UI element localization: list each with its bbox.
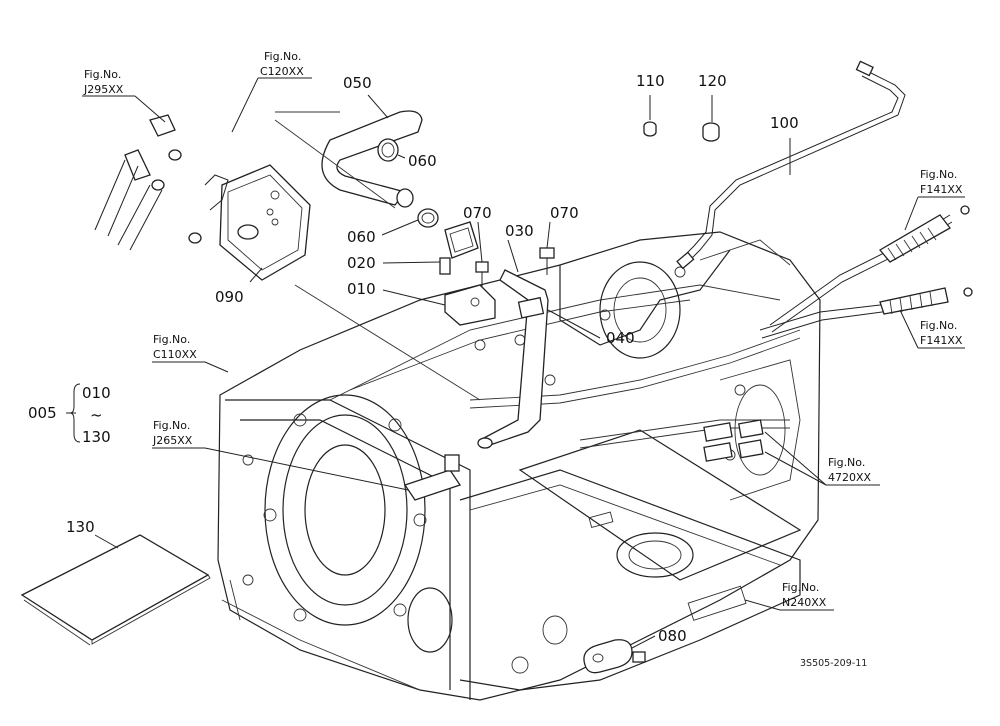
callout-070-right: 070 [550, 204, 579, 222]
part-060-clamp-left [417, 208, 439, 228]
control-cables [759, 205, 973, 339]
callout-070-left: 070 [463, 204, 492, 222]
callout-130-range: 130 [82, 428, 111, 446]
part-020-bracket [439, 221, 479, 275]
callout-010-range: 010 [82, 384, 111, 402]
fig-label-c120: Fig.No. [264, 50, 301, 63]
fig-label-f141-bottom: Fig.No. [920, 319, 957, 332]
callout-100: 100 [770, 114, 799, 132]
fig-label-n240: Fig.No. [782, 581, 819, 594]
fig-ref-j295: J295XX [83, 83, 124, 96]
part-110-plug [643, 121, 657, 137]
fig-ref-f141-top: F141XX [920, 183, 963, 196]
fig-label-c110: Fig.No. [153, 333, 190, 346]
fig-ref-c120: C120XX [260, 65, 304, 78]
callout-tilde: ~ [90, 406, 103, 424]
connector-bundle [703, 419, 764, 462]
callout-060-top: 060 [408, 152, 437, 170]
callout-080: 080 [658, 627, 687, 645]
drawing-code: 3S505-209-11 [800, 658, 867, 669]
part-100-pipe [676, 60, 906, 270]
part-090-cover [204, 164, 311, 281]
fig-label-j265: Fig.No. [153, 419, 190, 432]
callout-labels: 050 060 060 070 070 030 020 010 040 090 … [28, 72, 799, 645]
fig-ref-4720: 4720XX [828, 471, 872, 484]
j265-fitting [403, 454, 462, 501]
part-080-plate [583, 639, 646, 674]
callout-020: 020 [347, 254, 376, 272]
fig-label-f141-top: Fig.No. [920, 168, 957, 181]
part-130-manual [20, 534, 211, 646]
figure-references: Fig.No. J295XX Fig.No. C120XX Fig.No. F1… [83, 50, 963, 609]
callout-005: 005 [28, 404, 57, 422]
part-030-pipe [477, 269, 549, 449]
fig-label-j295: Fig.No. [84, 68, 121, 81]
leader-lines [66, 77, 965, 649]
callout-120: 120 [698, 72, 727, 90]
callout-050: 050 [343, 74, 372, 92]
fig-ref-c110: C110XX [153, 348, 197, 361]
part-010-bracket [444, 284, 496, 326]
callout-040: 040 [606, 329, 635, 347]
fig-ref-j265: J265XX [152, 434, 193, 447]
fig-ref-n240: N240XX [782, 596, 827, 609]
callout-090: 090 [215, 288, 244, 306]
fig-label-4720: Fig.No. [828, 456, 865, 469]
part-120-plug [702, 122, 720, 142]
left-fittings [94, 114, 202, 251]
callout-110: 110 [636, 72, 665, 90]
part-070-bolt-right [539, 247, 555, 275]
callout-130: 130 [66, 518, 95, 536]
callout-010: 010 [347, 280, 376, 298]
part-060-clamp-top [377, 138, 399, 162]
callout-030: 030 [505, 222, 534, 240]
callout-060-left: 060 [347, 228, 376, 246]
part-050-hose [321, 110, 423, 208]
fig-ref-f141-bottom: F141XX [920, 334, 963, 347]
